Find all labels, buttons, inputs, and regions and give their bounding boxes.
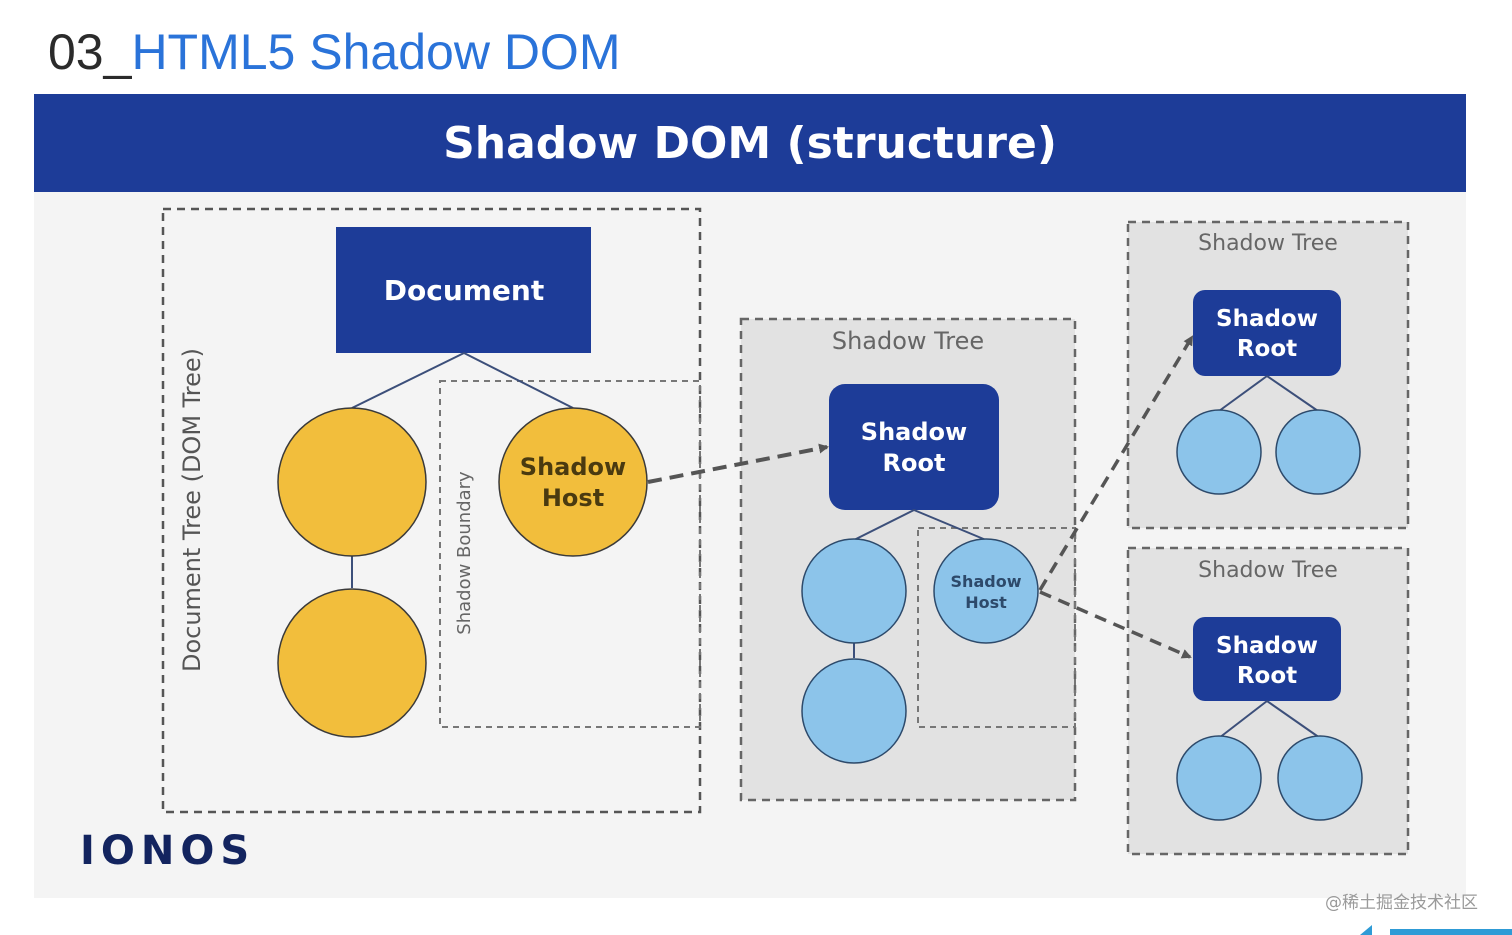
ionos-logo: IONOS	[80, 828, 256, 874]
edge-root-right	[1266, 375, 1319, 412]
slide-number: 03_	[48, 24, 132, 80]
shadow-root-label-line2: Root	[1237, 663, 1297, 689]
document-node	[336, 227, 591, 353]
arrow-nested-host-to-bottom-root	[1039, 590, 1192, 659]
shadow-boundary-label: Shadow Boundary	[454, 471, 475, 635]
nested-shadow-host-label-line2: Host	[965, 593, 1007, 612]
shadow-host-label-line2: Host	[542, 484, 604, 512]
shadow-tree-label: Shadow Tree	[1198, 231, 1338, 256]
watermark: @稀土掘金技术社区	[1325, 893, 1478, 913]
shadow-tree-label: Shadow Tree	[832, 327, 984, 355]
diagram-banner: Shadow DOM (structure)	[34, 94, 1466, 192]
arrow-host-to-root	[647, 443, 829, 484]
arrow-nested-host-to-top-root	[1038, 335, 1194, 591]
slide-title: 03_HTML5 Shadow DOM	[48, 22, 620, 82]
shadow-root-node	[1193, 617, 1341, 701]
edge-root-left	[1218, 375, 1268, 412]
edge-document-right	[463, 352, 574, 409]
shadow-tree-label: Shadow Tree	[1198, 558, 1338, 583]
shadow-root-label-line2: Root	[883, 449, 946, 477]
shadow-root-label-line1: Shadow	[1216, 306, 1318, 332]
nested-shadow-boundary	[917, 527, 1076, 728]
edge-root-left	[1218, 700, 1268, 739]
shadow-root-node	[829, 384, 999, 510]
shadow-host-label-line1: Shadow	[520, 453, 626, 481]
shadow-root-label-line1: Shadow	[861, 418, 967, 446]
edge-root-right	[1266, 700, 1321, 739]
slide-title-text: HTML5 Shadow DOM	[131, 24, 621, 80]
document-label: Document	[384, 274, 545, 307]
shadow-node	[1176, 409, 1262, 495]
shadow-root-label-line1: Shadow	[1216, 633, 1318, 659]
dom-node	[277, 407, 427, 557]
document-tree-label: Document Tree (DOM Tree)	[178, 348, 206, 672]
edge-document-left	[351, 352, 465, 409]
shadow-node	[1176, 735, 1262, 821]
nested-shadow-host-node	[933, 538, 1039, 644]
document-tree-outline	[161, 207, 702, 814]
dom-node	[277, 588, 427, 738]
shadow-host-node	[498, 407, 648, 557]
corner-decoration	[1360, 925, 1512, 935]
banner-title: Shadow DOM (structure)	[443, 117, 1057, 169]
nested-shadow-host-label-line1: Shadow	[951, 572, 1022, 591]
shadow-node	[801, 538, 907, 644]
shadow-node	[1277, 735, 1363, 821]
edge-root-right	[913, 509, 987, 541]
shadow-root-label-line2: Root	[1237, 336, 1297, 362]
shadow-boundary-outline	[439, 380, 701, 728]
shadow-root-node	[1193, 290, 1341, 376]
shadow-node	[1275, 409, 1361, 495]
edge-root-left	[853, 509, 915, 541]
shadow-node	[801, 658, 907, 764]
